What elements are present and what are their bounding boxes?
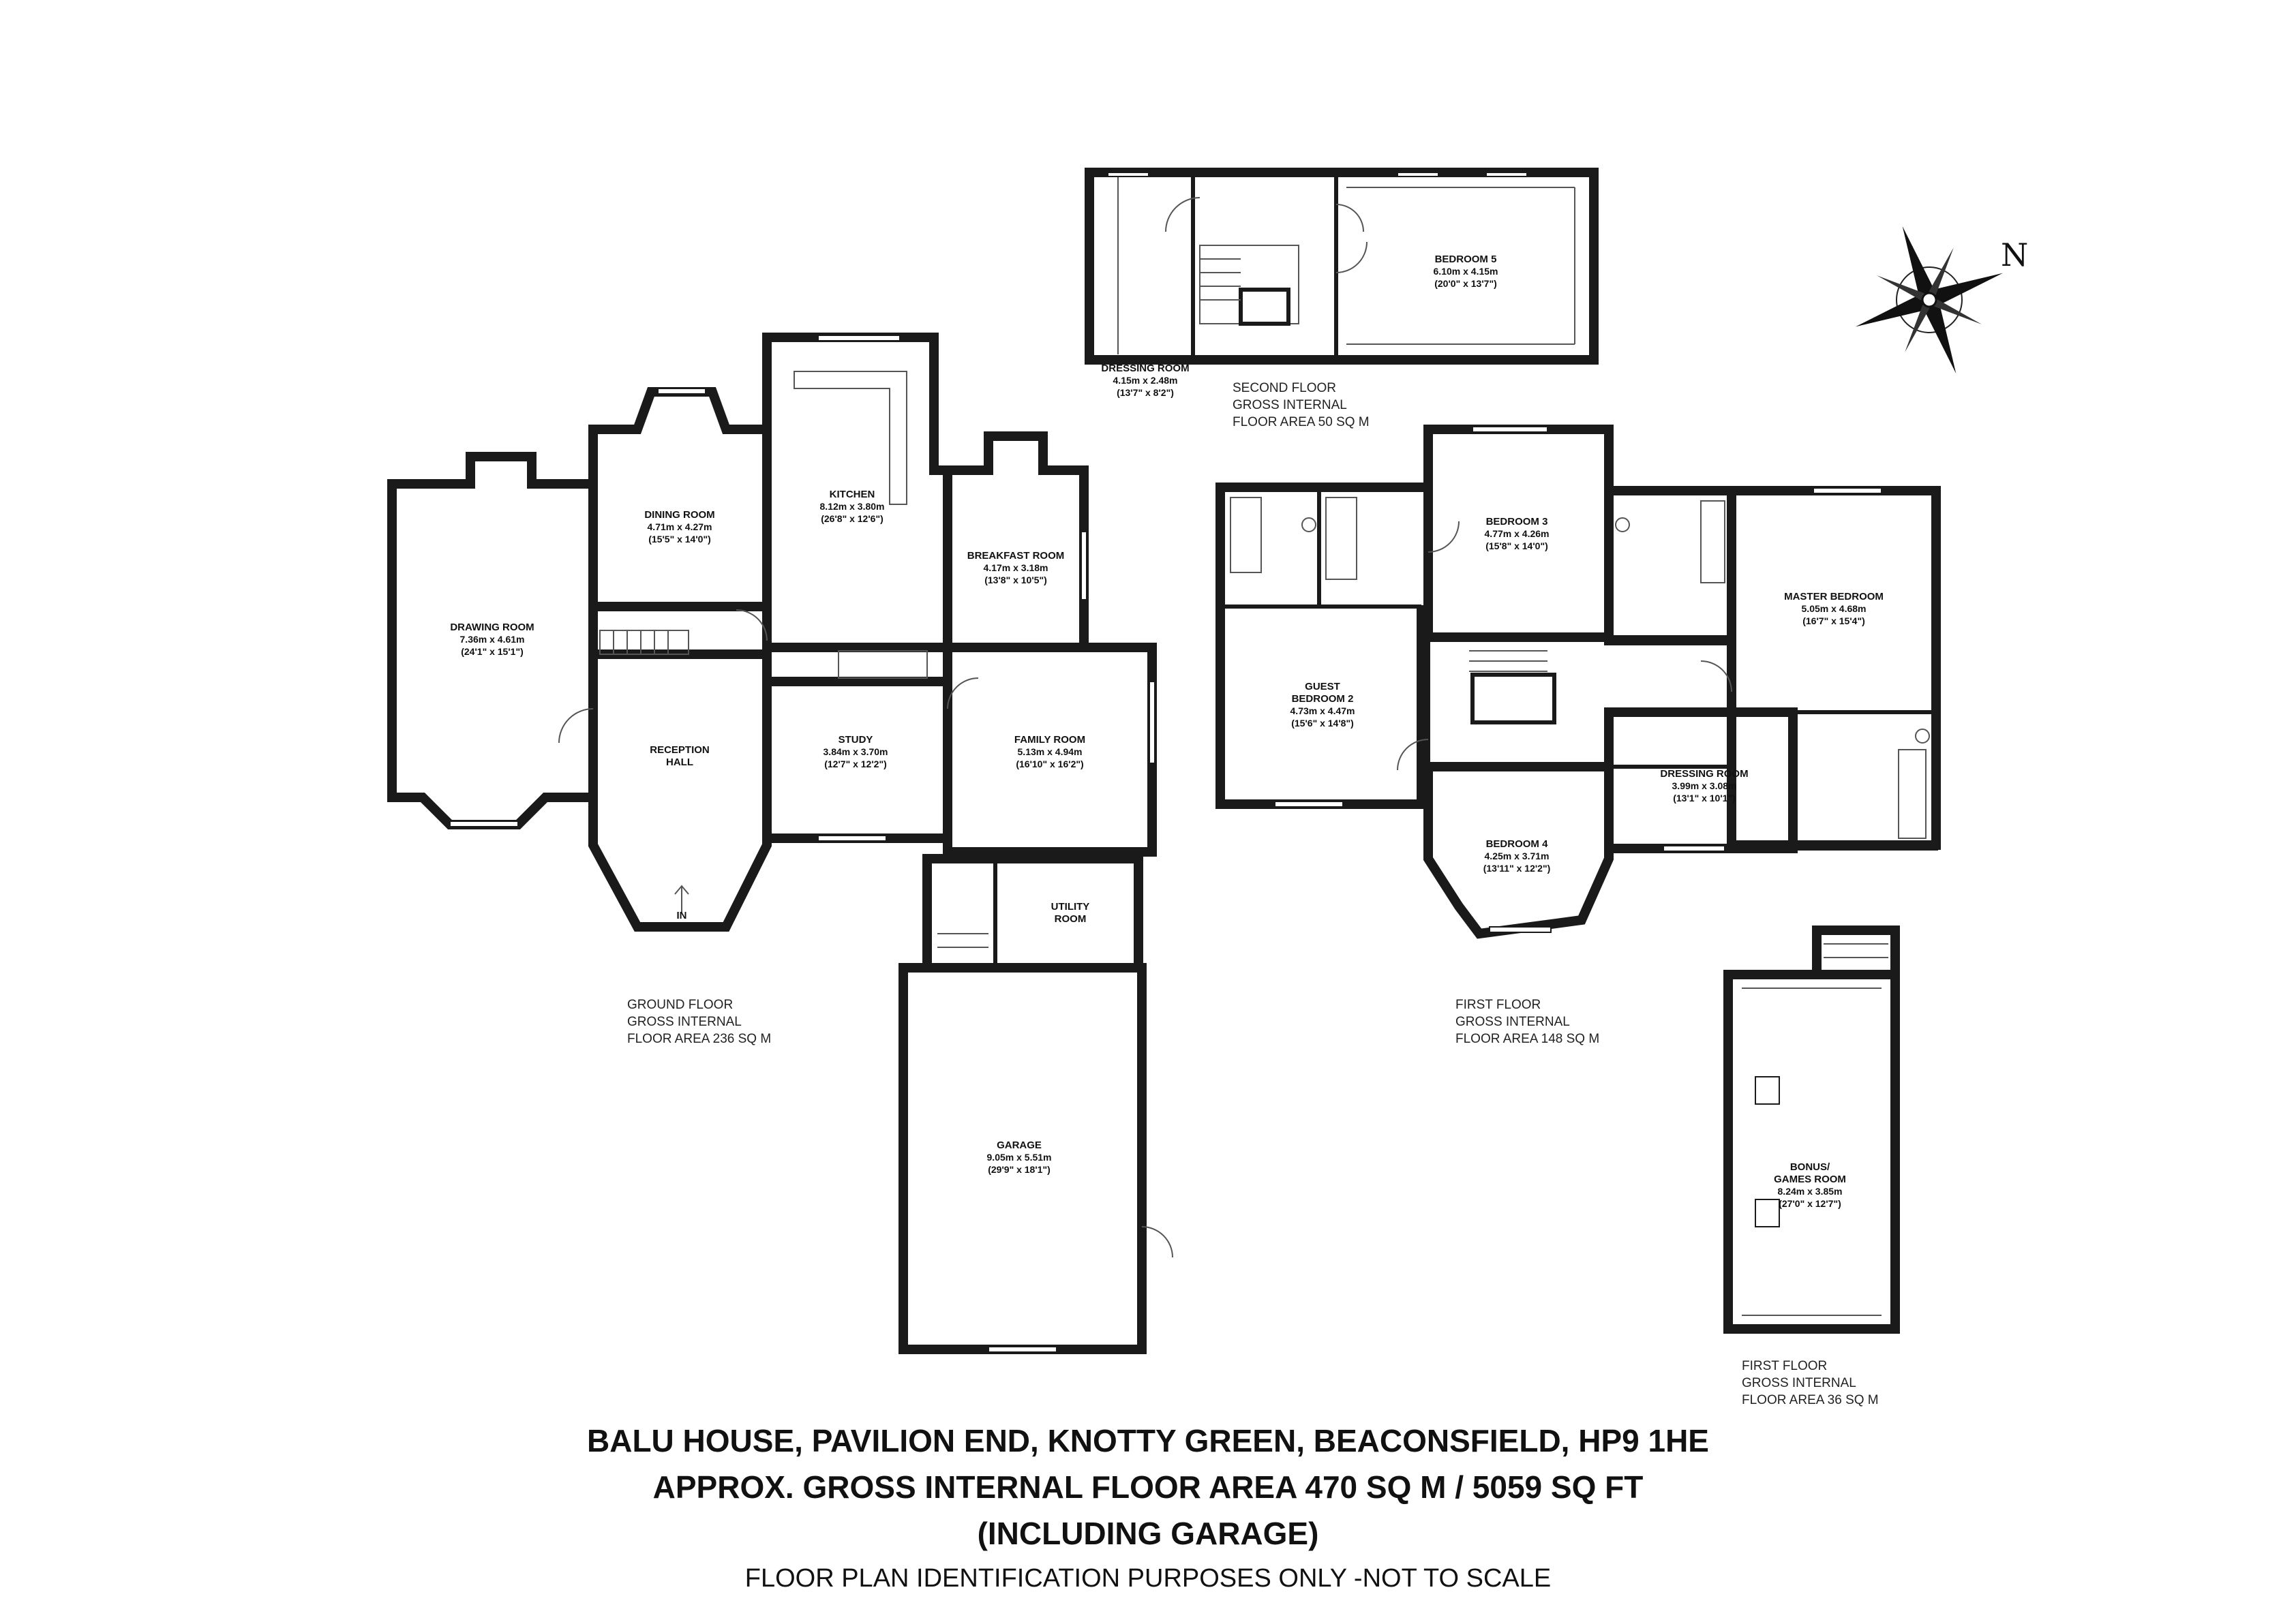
first-floor-plan: [1215, 425, 1941, 939]
bedroom3-imperial: (15'8" x 14'0"): [1485, 540, 1548, 551]
ground-floor-label-2: GROSS INTERNAL: [627, 1015, 742, 1029]
dining-imperial: (15'5" x 14'0"): [648, 534, 711, 545]
garage-imperial: (29'9" x 18'1"): [988, 1164, 1051, 1175]
dining-metric: 4.71m x 4.27m: [648, 521, 712, 532]
bedroom3-name: BEDROOM 3: [1486, 516, 1548, 527]
dressing-room-2f-metric: 4.15m x 2.48m: [1113, 375, 1178, 386]
guest-metric: 4.73m x 4.47m: [1290, 705, 1355, 716]
family-metric: 5.13m x 4.94m: [1018, 746, 1083, 757]
title-garage-note: (INCLUDING GARAGE): [978, 1516, 1319, 1551]
second-floor-label-1: SECOND FLOOR: [1233, 381, 1336, 395]
bedroom3-metric: 4.77m x 4.26m: [1485, 528, 1550, 539]
floor-area-labels: SECOND FLOOR GROSS INTERNAL FLOOR AREA 5…: [627, 381, 1879, 1407]
utility-name-2: ROOM: [1055, 913, 1087, 925]
breakfast-name: BREAKFAST ROOM: [967, 550, 1065, 562]
family-imperial: (16'10" x 16'2"): [1016, 759, 1083, 769]
bonus-imperial: (27'0" x 12'7"): [1779, 1198, 1841, 1209]
bedroom5-imperial: (20'0" x 13'7"): [1434, 278, 1497, 289]
first-annex-label-1: FIRST FLOOR: [1742, 1359, 1827, 1373]
dressing-1f-metric: 3.99m x 3.08m: [1672, 780, 1737, 791]
bedroom4-metric: 4.25m x 3.71m: [1485, 851, 1550, 861]
compass-rose-icon: [1855, 226, 2004, 374]
bonus-name-2: GAMES ROOM: [1774, 1174, 1846, 1185]
second-floor-plan: [1085, 168, 1599, 365]
dressing-1f-name: DRESSING ROOM: [1660, 768, 1748, 780]
master-imperial: (16'7" x 15'4"): [1802, 615, 1865, 626]
dining-name: DINING ROOM: [644, 509, 714, 521]
first-annex-label-3: FLOOR AREA 36 SQ M: [1742, 1393, 1879, 1407]
study-name: STUDY: [839, 734, 873, 746]
kitchen-name: KITCHEN: [830, 489, 875, 500]
breakfast-metric: 4.17m x 3.18m: [984, 562, 1048, 573]
first-floor-label-1: FIRST FLOOR: [1455, 998, 1541, 1012]
bonus-name-1: BONUS/: [1790, 1161, 1830, 1173]
title-area: APPROX. GROSS INTERNAL FLOOR AREA 470 SQ…: [653, 1469, 1644, 1505]
family-name: FAMILY ROOM: [1014, 734, 1085, 746]
compass-north-label: N: [2001, 236, 2028, 273]
guest-name-2: BEDROOM 2: [1292, 693, 1354, 705]
title-disclaimer: FLOOR PLAN IDENTIFICATION PURPOSES ONLY …: [745, 1564, 1551, 1593]
guest-imperial: (15'6" x 14'8"): [1291, 718, 1354, 729]
bonus-room-plan: [1723, 925, 1900, 1334]
garage-name: GARAGE: [997, 1139, 1042, 1151]
garage-metric: 9.05m x 5.51m: [987, 1152, 1052, 1163]
first-floor-label-3: FLOOR AREA 148 SQ M: [1455, 1032, 1599, 1046]
first-annex-label-2: GROSS INTERNAL: [1742, 1376, 1856, 1390]
room-labels: DRESSING ROOM 4.15m x 2.48m (13'7" x 8'2…: [450, 254, 1884, 1209]
ground-floor-plan: [387, 333, 1173, 1354]
bedroom4-imperial: (13'11" x 12'2"): [1483, 863, 1551, 874]
drawing-name: DRAWING ROOM: [450, 622, 534, 633]
bedroom5-name: BEDROOM 5: [1435, 254, 1497, 265]
master-name: MASTER BEDROOM: [1784, 591, 1884, 602]
drawing-imperial: (24'1" x 15'1"): [461, 646, 524, 657]
drawing-metric: 7.36m x 4.61m: [460, 634, 525, 645]
reception-name-1: RECEPTION: [650, 744, 710, 756]
entrance-label: IN: [677, 910, 687, 921]
title-address: BALU HOUSE, PAVILION END, KNOTTY GREEN, …: [587, 1423, 1709, 1458]
bedroom5-metric: 6.10m x 4.15m: [1434, 266, 1498, 277]
kitchen-imperial: (26'8" x 12'6"): [821, 513, 883, 524]
bedroom4-name: BEDROOM 4: [1486, 838, 1549, 850]
bonus-metric: 8.24m x 3.85m: [1778, 1186, 1843, 1197]
study-metric: 3.84m x 3.70m: [824, 746, 888, 757]
guest-name-1: GUEST: [1305, 681, 1340, 692]
title-block: BALU HOUSE, PAVILION END, KNOTTY GREEN, …: [587, 1423, 1709, 1593]
dressing-room-2f-name: DRESSING ROOM: [1101, 363, 1189, 374]
study-imperial: (12'7" x 12'2"): [824, 759, 887, 769]
second-floor-label-3: FLOOR AREA 50 SQ M: [1233, 415, 1370, 429]
ground-floor-label-1: GROUND FLOOR: [627, 998, 733, 1012]
reception-name-2: HALL: [666, 756, 693, 768]
dressing-1f-imperial: (13'1" x 10'1"): [1673, 793, 1736, 804]
utility-name-1: UTILITY: [1051, 901, 1090, 913]
ground-floor-label-3: FLOOR AREA 236 SQ M: [627, 1032, 771, 1046]
dressing-room-2f-imperial: (13'7" x 8'2"): [1117, 387, 1174, 398]
master-metric: 5.05m x 4.68m: [1802, 603, 1867, 614]
second-floor-label-2: GROSS INTERNAL: [1233, 398, 1347, 412]
kitchen-metric: 8.12m x 3.80m: [820, 501, 885, 512]
first-floor-label-2: GROSS INTERNAL: [1455, 1015, 1570, 1029]
breakfast-imperial: (13'8" x 10'5"): [984, 575, 1047, 585]
